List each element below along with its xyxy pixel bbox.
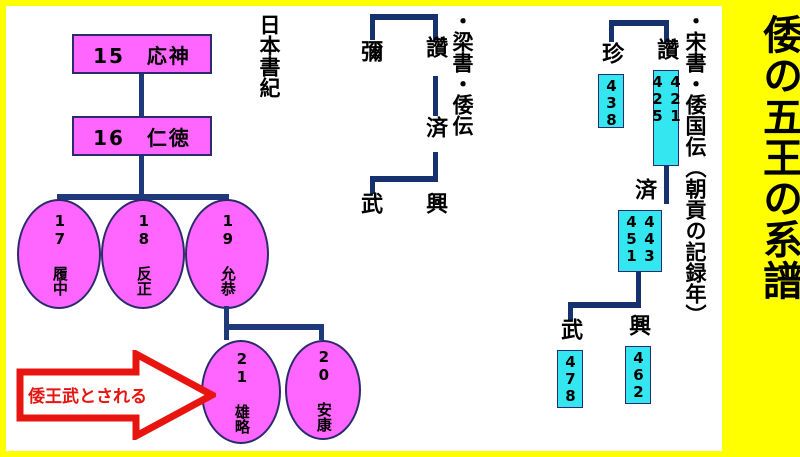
emperor-ellipse-yuryaku[interactable]: 21 雄略 — [201, 340, 281, 444]
emperor-ellipse-ingyo[interactable]: 19 允恭 — [185, 199, 269, 309]
page-title: 倭の五王の系譜 — [756, 14, 800, 301]
connector-mi-up — [370, 14, 375, 40]
ryosho-name-sai: 済 — [422, 116, 448, 138]
title-panel: 倭の五王の系譜 — [728, 0, 800, 457]
callout-arrow-label: 倭王武とされる — [28, 387, 147, 407]
year-value-sai-0: 443 — [640, 213, 659, 264]
connector-bracket-bu-ko-right — [568, 302, 641, 308]
ryosho-source-label: ・梁書・倭伝 — [450, 10, 475, 136]
connector-nintoku-down — [139, 156, 144, 199]
emperor-ellipse-anko[interactable]: 20 安康 — [285, 340, 361, 440]
emperor-box-ojin[interactable]: 15 応神 — [72, 34, 212, 74]
connector-san-up-right — [664, 20, 669, 42]
soujo-name-san: 讚 — [653, 38, 679, 60]
connector-bracket-bu-ko — [370, 176, 438, 182]
soujo-name-bu: 武 — [557, 318, 583, 340]
soujo-source-label: ・宋書・倭国伝（朝貢の記録年） — [683, 10, 708, 325]
connector-bracket-mi-san — [370, 14, 438, 20]
connector-chin-up — [609, 20, 614, 42]
emperor-ellipse-hanzei-label: 18 反正 — [134, 212, 153, 296]
emperor-ellipse-anko-label: 20 安康 — [314, 348, 333, 432]
emperor-ellipse-hanzei[interactable]: 18 反正 — [101, 199, 185, 309]
ryosho-name-ko: 興 — [422, 192, 448, 214]
connector-san-up — [433, 14, 438, 40]
connector-drop-anko — [319, 324, 324, 340]
year-value-san-0: 421 — [666, 73, 685, 124]
year-value-chin-0: 438 — [602, 77, 621, 128]
year-box-bu[interactable]: 478 — [557, 350, 583, 408]
year-value-sai-1: 451 — [622, 213, 641, 264]
ryosho-name-bu: 武 — [357, 192, 383, 214]
soujo-name-chin: 珍 — [598, 42, 624, 64]
year-value-ko-0: 462 — [629, 349, 648, 400]
emperor-ellipse-ingyo-label: 19 允恭 — [218, 212, 237, 296]
connector-sibling-bar-bottom — [224, 324, 324, 330]
ryosho-name-san: 讚 — [422, 36, 448, 58]
year-box-ko[interactable]: 462 — [625, 346, 651, 404]
emperor-ellipse-richu[interactable]: 17 履中 — [17, 199, 101, 309]
year-box-san[interactable]: 421 425 — [648, 70, 685, 166]
callout-arrow — [16, 350, 216, 440]
emperor-box-nintoku[interactable]: 16 仁徳 — [72, 116, 212, 156]
year-box-chin[interactable]: 438 — [598, 74, 624, 128]
ryosho-name-mi: 彌 — [357, 40, 383, 62]
soujo-name-sai: 済 — [631, 178, 657, 200]
connector-sai-down-right — [636, 272, 641, 308]
connector-sai-down — [433, 152, 438, 182]
connector-drop-bu — [370, 176, 375, 194]
content-plate: 日本書紀 15 応神 16 仁徳 17 履中 18 反正 — [6, 6, 722, 451]
connector-san-sai-right — [664, 166, 669, 204]
connector-ojin-nintoku — [139, 74, 144, 116]
year-value-san-1: 425 — [648, 73, 667, 124]
connector-bracket-chin-san — [609, 20, 669, 26]
soujo-name-ko: 興 — [625, 314, 651, 336]
nihonshoki-source-label: 日本書紀 — [257, 14, 282, 98]
connector-san-sai — [433, 76, 438, 116]
emperor-ellipse-yuryaku-label: 21 雄略 — [232, 350, 251, 434]
connector-drop-bu-right — [568, 302, 573, 320]
connector-drop-yuryaku — [224, 324, 229, 340]
connector-ingyo-down — [224, 306, 229, 328]
year-value-bu-0: 478 — [561, 353, 580, 404]
emperor-ellipse-richu-label: 17 履中 — [50, 212, 69, 296]
year-box-sai[interactable]: 443 451 — [618, 210, 662, 272]
